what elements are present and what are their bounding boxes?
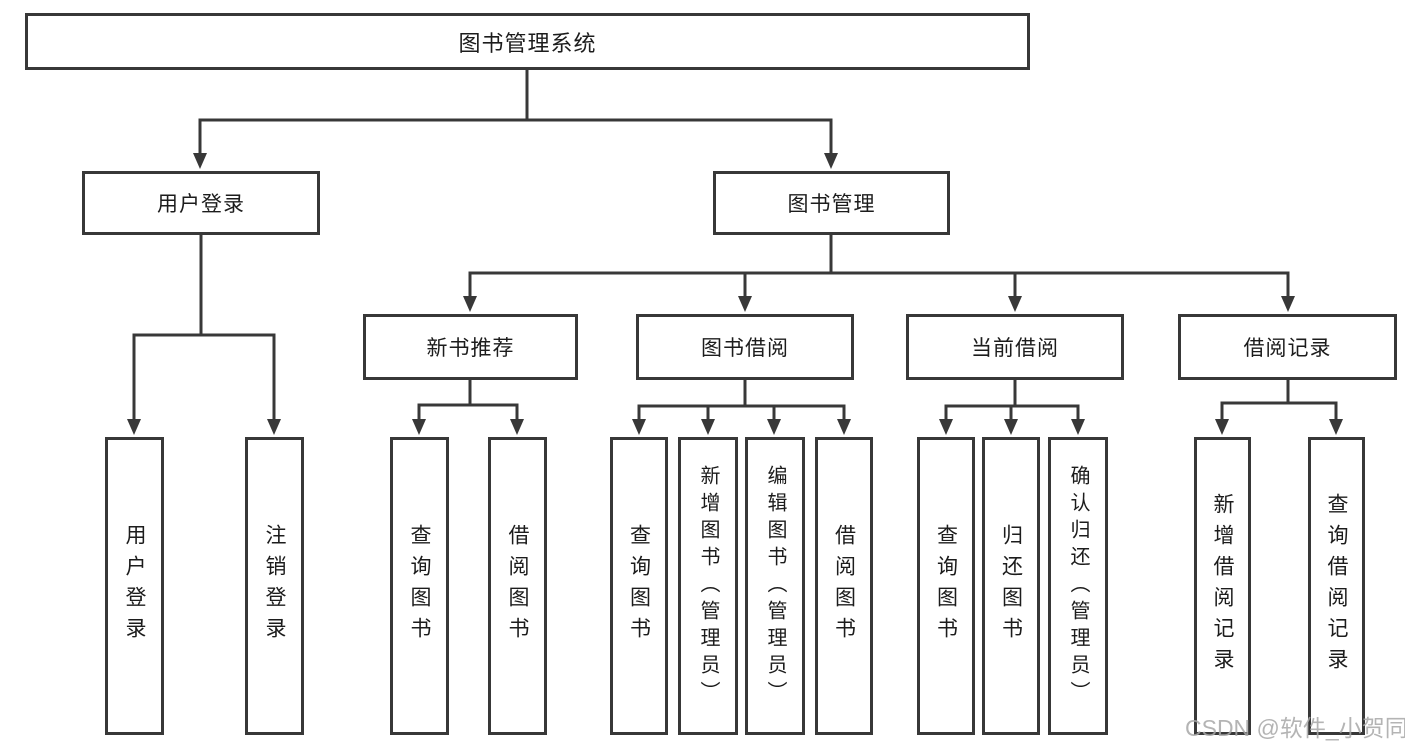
node-new-book-recommend-label: 新书推荐 bbox=[426, 337, 515, 360]
leaf-query-books-borrow: 查询图书 bbox=[610, 437, 668, 735]
leaf-confirm-return-admin: 确认归还（管理员） bbox=[1048, 437, 1108, 735]
leaf-borrow-books-recommend: 借阅图书 bbox=[488, 437, 547, 735]
node-borrow-records: 借阅记录 bbox=[1178, 314, 1397, 380]
node-current-borrow: 当前借阅 bbox=[906, 314, 1124, 380]
leaf-query-borrow-record-label: 查询借阅记录 bbox=[1325, 493, 1348, 679]
leaf-add-borrow-record: 新增借阅记录 bbox=[1194, 437, 1251, 735]
leaf-confirm-return-admin-label: 确认归还（管理员） bbox=[1067, 464, 1089, 708]
node-borrow-records-label: 借阅记录 bbox=[1243, 337, 1332, 360]
leaf-query-books-recommend-label: 查询图书 bbox=[408, 524, 431, 648]
leaf-query-books-borrow-label: 查询图书 bbox=[627, 524, 651, 648]
leaf-borrow-books-label: 借阅图书 bbox=[832, 524, 856, 648]
leaf-add-books-admin: 新增图书（管理员） bbox=[678, 437, 738, 735]
leaf-query-books-current-label: 查询图书 bbox=[934, 524, 958, 648]
arrowheads bbox=[127, 153, 1343, 435]
leaf-logout-label: 注销登录 bbox=[263, 524, 286, 648]
node-new-book-recommend: 新书推荐 bbox=[363, 314, 578, 380]
node-book-borrow: 图书借阅 bbox=[636, 314, 854, 380]
leaf-query-borrow-record: 查询借阅记录 bbox=[1308, 437, 1365, 735]
leaf-user-login: 用户登录 bbox=[105, 437, 164, 735]
node-current-borrow-label: 当前借阅 bbox=[971, 337, 1059, 360]
leaf-return-books: 归还图书 bbox=[982, 437, 1040, 735]
leaf-query-books-recommend: 查询图书 bbox=[390, 437, 449, 735]
leaf-logout: 注销登录 bbox=[245, 437, 304, 735]
leaf-borrow-books: 借阅图书 bbox=[815, 437, 873, 735]
leaf-borrow-books-recommend-label: 借阅图书 bbox=[506, 524, 529, 648]
node-user-login-label: 用户登录 bbox=[157, 193, 245, 216]
node-root-label: 图书管理系统 bbox=[458, 30, 597, 56]
leaf-add-borrow-record-label: 新增借阅记录 bbox=[1211, 493, 1234, 679]
leaf-add-books-admin-label: 新增图书（管理员） bbox=[697, 464, 719, 708]
node-book-management: 图书管理 bbox=[713, 171, 950, 235]
node-book-management-label: 图书管理 bbox=[787, 193, 876, 216]
node-user-login: 用户登录 bbox=[82, 171, 320, 235]
leaf-return-books-label: 归还图书 bbox=[999, 524, 1023, 648]
leaf-edit-books-admin-label: 编辑图书（管理员） bbox=[764, 464, 786, 708]
csdn-watermark: CSDN @软件_小贺同学 bbox=[1185, 715, 1405, 741]
node-root: 图书管理系统 bbox=[25, 13, 1030, 70]
leaf-user-login-label: 用户登录 bbox=[123, 524, 146, 648]
leaf-query-books-current: 查询图书 bbox=[917, 437, 975, 735]
node-book-borrow-label: 图书借阅 bbox=[701, 337, 789, 360]
leaf-edit-books-admin: 编辑图书（管理员） bbox=[745, 437, 805, 735]
